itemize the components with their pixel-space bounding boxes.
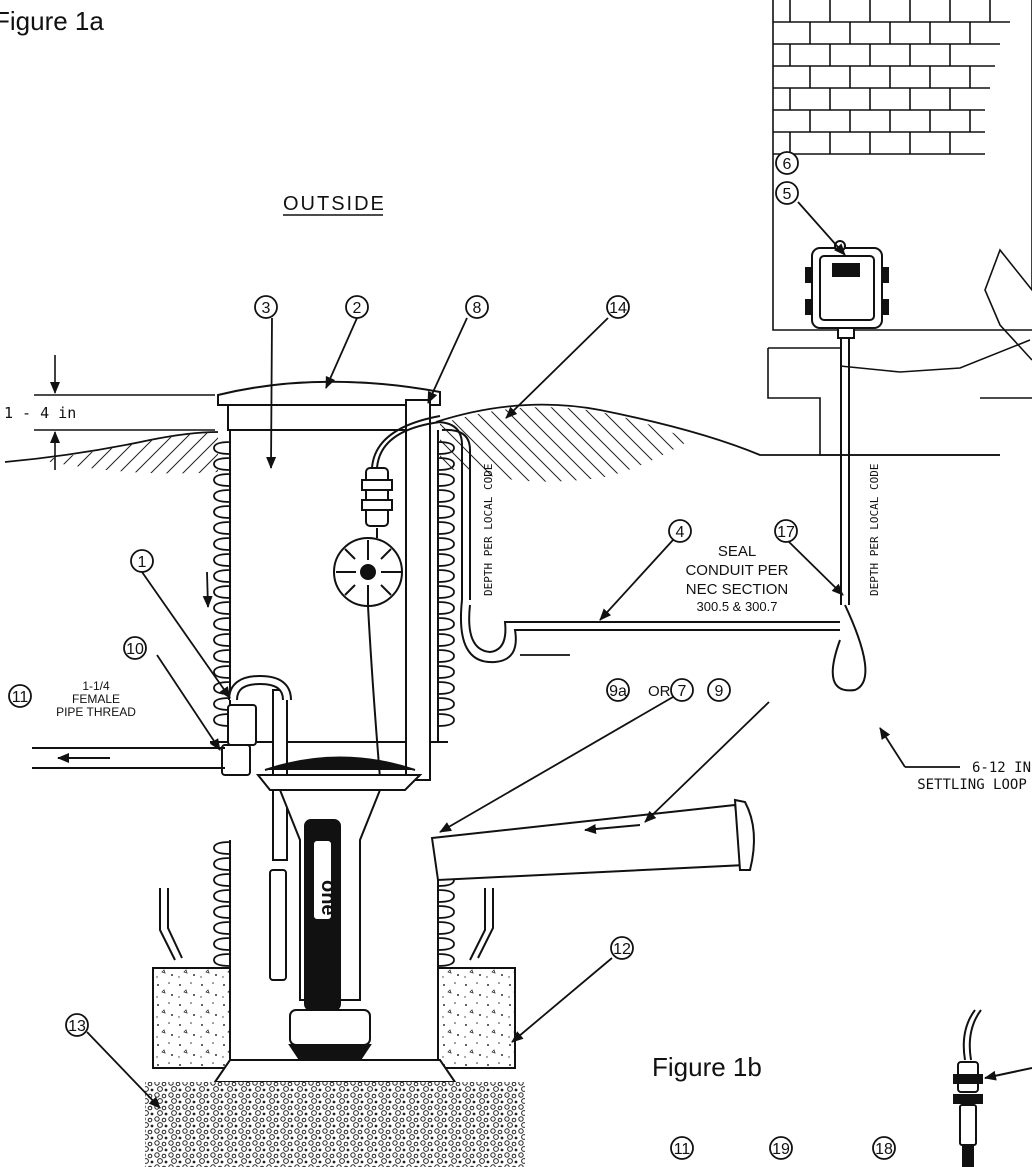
callout-11b-text: 11 [674, 1141, 691, 1158]
callout-2-text: 2 [353, 300, 362, 317]
soil-hatch-left [40, 432, 218, 474]
callout-13-text: 13 [68, 1018, 86, 1035]
pipe-thread-size: 1-1/4 [82, 679, 110, 693]
pipe-thread-type-2: PIPE THREAD [56, 705, 136, 719]
discharge-plumbing [221, 399, 441, 861]
callout-17-text: 17 [777, 524, 795, 541]
callout-4 [668, 519, 692, 543]
discharge-pipe [32, 747, 225, 769]
soil-hatch-right [440, 407, 690, 482]
callout-9a [606, 678, 630, 702]
callout-11 [8, 684, 32, 708]
depth-note-left: DEPTH PER LOCAL CODE [482, 464, 495, 596]
outside-label: OUTSIDE [283, 193, 386, 215]
brick-courses [773, 0, 1010, 155]
leader-lines [86, 201, 960, 1109]
callout-3 [254, 295, 278, 319]
pipe-thread-type-1: FEMALE [72, 692, 120, 706]
seal-line-2: CONDUIT PER [685, 562, 788, 579]
callout-5-text: 5 [783, 186, 792, 203]
or-label: OR [648, 683, 671, 700]
inlet-pipe [430, 798, 755, 882]
callout-18b [872, 1136, 896, 1160]
callout-3-text: 3 [262, 300, 271, 317]
grinder-pump [255, 756, 423, 1061]
callout-8-text: 8 [473, 300, 482, 317]
seal-line-4: 300.5 & 300.7 [697, 599, 778, 614]
gravel-bed [145, 1082, 525, 1167]
callout-14 [606, 295, 630, 319]
grade-dimension [34, 355, 215, 470]
grade-range-label: 1 - 4 in [4, 404, 76, 422]
callout-13 [65, 1013, 89, 1037]
concrete-ballast-right [437, 967, 516, 1069]
basin-base [213, 1059, 457, 1083]
callout-9 [707, 678, 731, 702]
callout-numbers: 1 2 3 4 5 6 7 8 9a 9 10 11 12 13 14 17 1… [12, 156, 893, 1158]
loop-line-2: SETTLING LOOP [917, 777, 1027, 793]
rib-segment [437, 440, 455, 728]
callout-9-text: 9 [715, 683, 724, 700]
callout-10 [123, 636, 147, 660]
callout-7 [670, 678, 694, 702]
rib-segment [213, 440, 231, 728]
figure-1a-title: Figure 1a [0, 6, 104, 36]
callout-6 [775, 151, 799, 175]
callout-6-text: 6 [783, 156, 792, 173]
callout-18b-text: 18 [875, 1141, 893, 1158]
alarm-panel [805, 240, 889, 339]
building-wall [767, 0, 1032, 456]
depth-note-right: DEPTH PER LOCAL CODE [868, 464, 881, 596]
callout-2 [345, 295, 369, 319]
seal-line-3: NEC SECTION [686, 581, 789, 598]
pump-brand-text: one [317, 880, 339, 916]
callout-1 [130, 549, 154, 573]
figure-1b-title: Figure 1b [652, 1052, 762, 1082]
seal-line-1: SEAL [718, 543, 756, 560]
callout-11b [670, 1136, 694, 1160]
figure-1b-float-switch [953, 1009, 1032, 1167]
callout-4-text: 4 [676, 524, 685, 541]
callout-10-text: 10 [126, 641, 144, 658]
callout-9a-text: 9a [609, 683, 627, 700]
callout-5 [775, 181, 799, 205]
direct-bury-conduit [435, 421, 840, 664]
callout-17 [774, 519, 798, 543]
callout-19b-text: 19 [772, 1141, 790, 1158]
callout-19b [769, 1136, 793, 1160]
callout-12 [610, 936, 634, 960]
callout-14-text: 14 [609, 300, 627, 317]
panel-conduit [831, 338, 867, 692]
concrete-ballast-left [152, 967, 231, 1069]
callouts [8, 151, 896, 1160]
basin-lid [217, 380, 441, 406]
callout-8 [465, 295, 489, 319]
callout-11-text: 11 [12, 689, 29, 706]
anchor-hooks [159, 888, 494, 961]
callout-7-text: 7 [678, 683, 687, 700]
loop-line-1: 6-12 INCH [972, 760, 1032, 776]
callout-1-text: 1 [138, 554, 147, 571]
seal-note: SEAL CONDUIT PER NEC SECTION 300.5 & 300… [685, 543, 788, 614]
callout-12-text: 12 [613, 941, 631, 958]
